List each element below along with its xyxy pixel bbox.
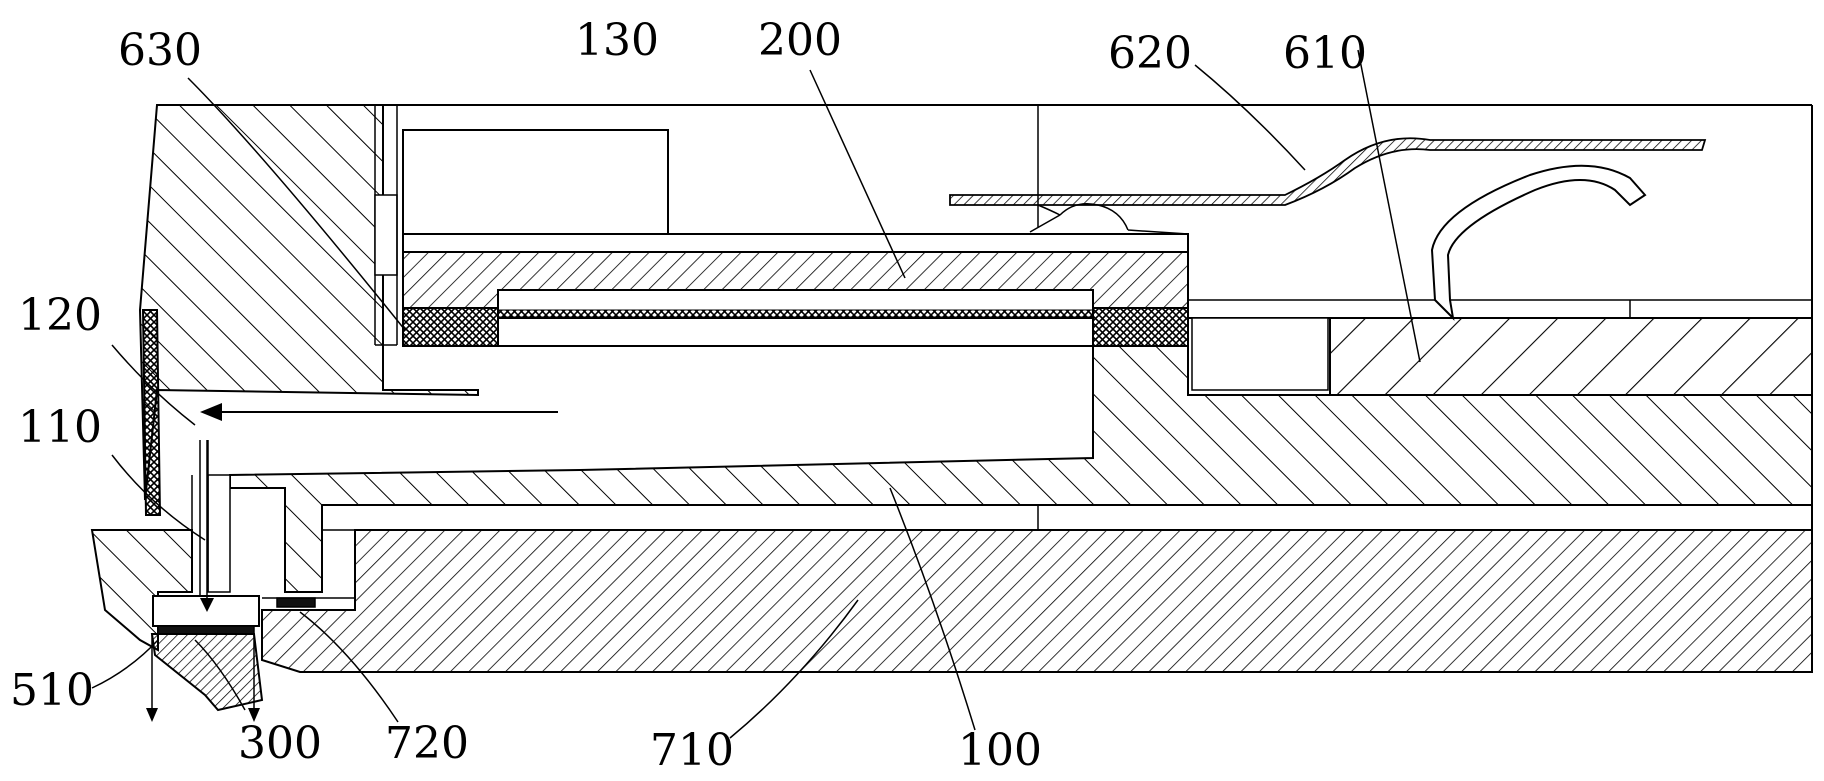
label-610: 610 (1283, 28, 1367, 79)
flow-arrows (146, 403, 558, 722)
leader-lines (91, 49, 1421, 739)
seal-720 (276, 597, 316, 608)
tip-300 (150, 633, 264, 712)
cavity-130 (402, 129, 669, 235)
label-100: 100 (958, 725, 1042, 776)
front-film-120 (141, 309, 162, 516)
label-510: 510 (10, 665, 94, 716)
label-300: 300 (238, 718, 322, 769)
label-630: 630 (118, 25, 202, 76)
seal-630-left (402, 307, 499, 347)
label-110: 110 (18, 402, 102, 453)
label-620: 620 (1108, 28, 1192, 79)
label-200: 200 (758, 15, 842, 66)
labels: 630 130 200 620 610 120 110 510 300 720 … (10, 15, 1367, 776)
seal-630-right (1092, 307, 1189, 347)
label-120: 120 (18, 290, 102, 341)
label-720: 720 (385, 718, 469, 769)
label-130: 130 (575, 15, 659, 66)
label-710: 710 (650, 725, 734, 776)
lever-620 (949, 137, 1707, 206)
slot-lines (374, 105, 398, 346)
spring-clip (1430, 164, 1647, 321)
channel-110 (191, 440, 231, 600)
middle-body-100 (229, 345, 1813, 593)
base-710 (261, 529, 1813, 673)
block-610 (1329, 317, 1813, 396)
